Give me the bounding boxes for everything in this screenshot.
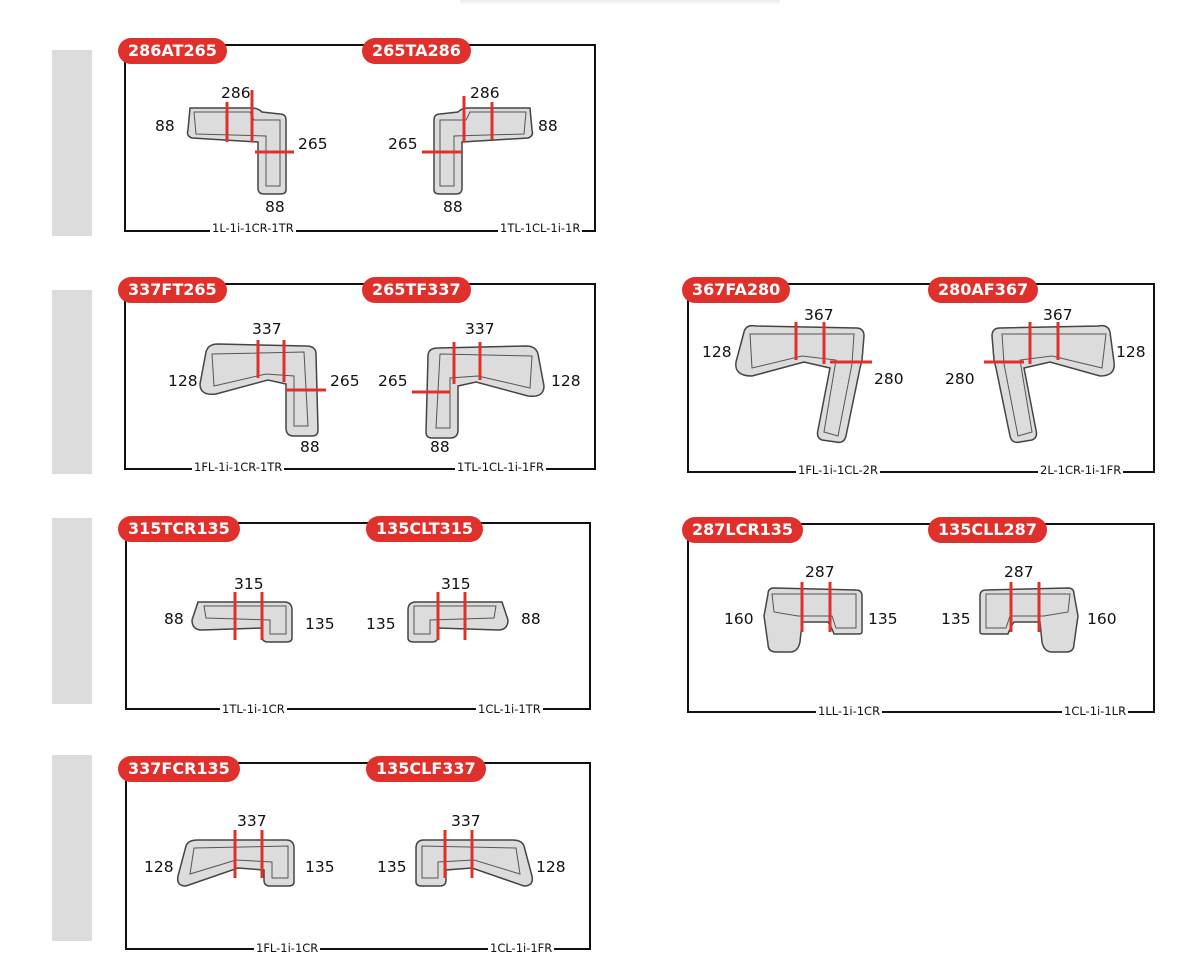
- sofa-diagram: [186, 90, 294, 195]
- model-badge[interactable]: 265TA286: [362, 38, 471, 64]
- dimension-label: 88: [164, 610, 184, 628]
- dimension-label: 128: [144, 858, 174, 876]
- dimension-label: 287: [1004, 563, 1034, 581]
- dimension-label: 135: [305, 858, 335, 876]
- dimension-label: 88: [538, 117, 558, 135]
- module-code: 1TL-1CL-1i-1FR: [455, 460, 546, 474]
- dimension-label: 88: [265, 198, 285, 216]
- dimension-label: 337: [237, 812, 267, 830]
- group-frame: [125, 522, 591, 710]
- group-frame: [125, 762, 591, 950]
- dimension-label: 128: [168, 372, 198, 390]
- sofa-diagram: [199, 340, 326, 437]
- model-badge[interactable]: 135CLL287: [928, 517, 1047, 543]
- group-frame: [687, 523, 1155, 713]
- dimension-label: 128: [536, 858, 566, 876]
- model-badge[interactable]: 135CLF337: [366, 756, 486, 782]
- dimension-label: 265: [298, 135, 328, 153]
- dimension-label: 367: [804, 306, 834, 324]
- sofa-diagram: [984, 322, 1115, 444]
- dimension-label: 337: [252, 320, 282, 338]
- dimension-label: 160: [1087, 610, 1117, 628]
- side-bar-row-2: [52, 290, 92, 474]
- model-badge[interactable]: 280AF367: [928, 277, 1039, 303]
- model-badge[interactable]: 315TCR135: [118, 516, 240, 542]
- dimension-label: 128: [551, 372, 581, 390]
- dimension-label: 286: [221, 84, 251, 102]
- module-code: 1TL-1CL-1i-1R: [498, 221, 583, 235]
- sofa-diagram: [763, 582, 863, 653]
- dimension-label: 135: [868, 610, 898, 628]
- dimension-label: 135: [366, 615, 396, 633]
- group-frame: [124, 44, 596, 232]
- model-badge[interactable]: 337FCR135: [118, 756, 240, 782]
- model-badge[interactable]: 265TF337: [362, 277, 471, 303]
- sofa-diagram: [735, 322, 872, 444]
- dimension-label: 88: [155, 117, 175, 135]
- dimension-label: 286: [470, 84, 500, 102]
- dimension-label: 315: [234, 575, 264, 593]
- side-bar-row-4: [52, 755, 92, 941]
- dimension-label: 128: [702, 343, 732, 361]
- dimension-label: 88: [521, 610, 541, 628]
- module-code: 1CL-1i-1FR: [488, 941, 555, 955]
- group-frame: [124, 283, 596, 470]
- dimension-label: 88: [430, 438, 450, 456]
- module-code: 1TL-1i-1CR: [220, 702, 287, 716]
- module-code: 1FL-1i-1CL-2R: [796, 463, 880, 477]
- dimension-label: 337: [465, 320, 495, 338]
- dimension-label: 280: [945, 370, 975, 388]
- dimension-label: 88: [443, 198, 463, 216]
- sofa-diagram: [415, 830, 534, 887]
- sofa-diagram: [176, 830, 295, 887]
- dimension-label: 265: [378, 372, 408, 390]
- module-code: 1CL-1i-1LR: [1062, 704, 1129, 718]
- dimension-label: 160: [724, 610, 754, 628]
- dimension-label: 128: [1116, 343, 1146, 361]
- sofa-diagram: [422, 96, 534, 195]
- module-code: 2L-1CR-1i-1FR: [1038, 463, 1124, 477]
- dimension-label: 280: [874, 370, 904, 388]
- dimension-label: 135: [941, 610, 971, 628]
- dimension-label: 88: [300, 438, 320, 456]
- side-bar-row-1: [52, 50, 92, 236]
- group-frame: [687, 283, 1155, 473]
- module-code: 1FL-1i-1CR-1TR: [192, 460, 285, 474]
- sofa-diagram: [412, 342, 545, 439]
- dimension-label: 265: [330, 372, 360, 390]
- module-code: 1LL-1i-1CR: [816, 704, 883, 718]
- side-bar-row-3: [52, 518, 92, 704]
- module-code: 1L-1i-1CR-1TR: [210, 221, 296, 235]
- module-code: 1CL-1i-1TR: [476, 702, 543, 716]
- dimension-label: 367: [1043, 306, 1073, 324]
- module-code: 1FL-1i-1CR: [254, 941, 321, 955]
- model-badge[interactable]: 337FT265: [118, 277, 227, 303]
- dimension-label: 315: [441, 575, 471, 593]
- dimension-label: 135: [377, 858, 407, 876]
- sofa-diagram: [979, 582, 1079, 653]
- dimension-label: 287: [805, 563, 835, 581]
- sofa-diagram: [191, 592, 293, 643]
- model-badge[interactable]: 367FA280: [682, 277, 791, 303]
- model-badge[interactable]: 286AT265: [118, 38, 227, 64]
- sofa-diagram: [407, 592, 509, 643]
- dimension-label: 265: [388, 135, 418, 153]
- model-badge[interactable]: 287LCR135: [682, 517, 804, 543]
- top-shadow: [460, 0, 780, 6]
- model-badge[interactable]: 135CLT315: [366, 516, 483, 542]
- dimension-label: 135: [305, 615, 335, 633]
- dimension-label: 337: [451, 812, 481, 830]
